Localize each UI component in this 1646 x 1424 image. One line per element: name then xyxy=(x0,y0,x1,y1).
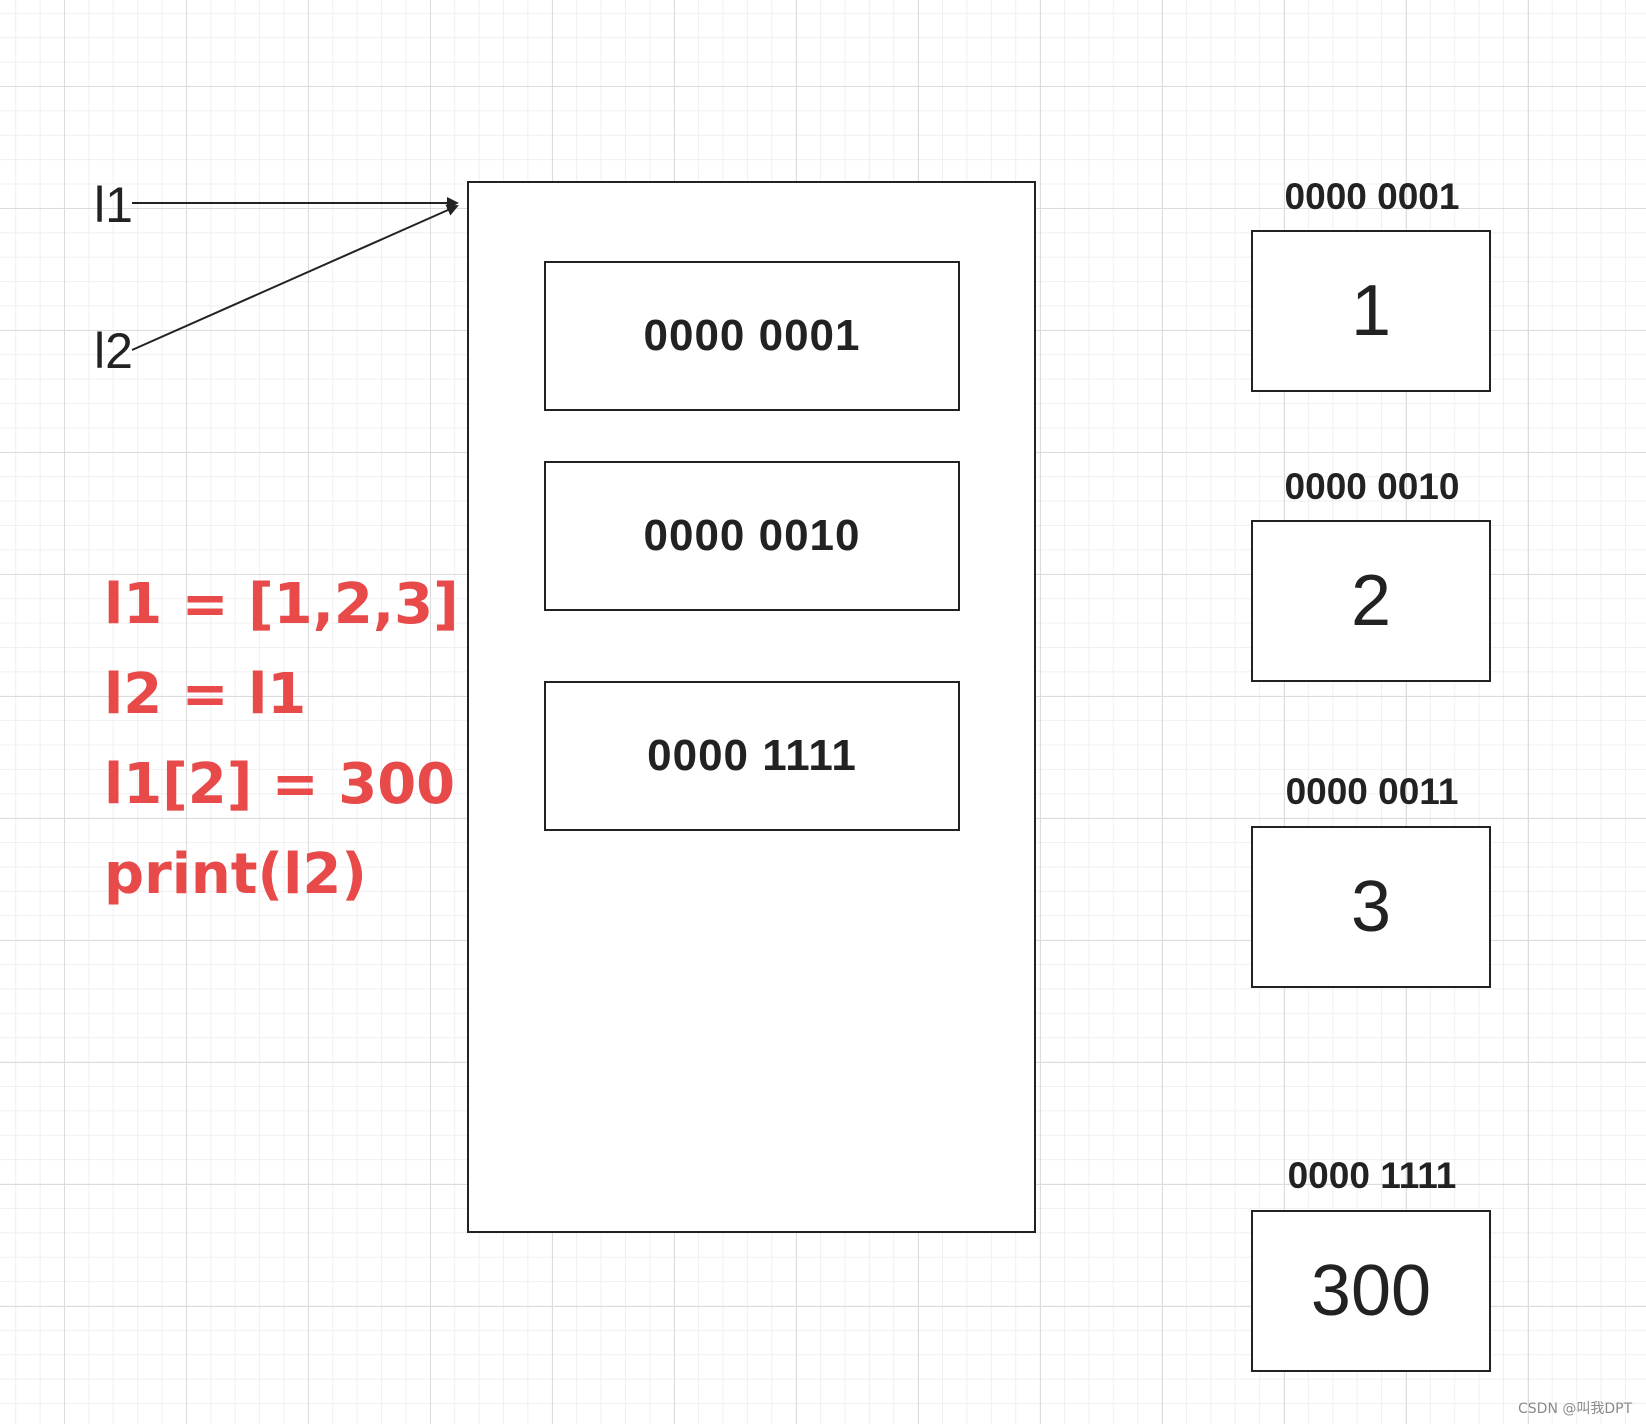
code-line: l2 = l1 xyxy=(104,662,307,727)
watermark: CSDN @叫我DPT xyxy=(1518,1401,1633,1417)
code-snippet: l1 = [1,2,3] l2 = l1 l1[2] = 300 print(l… xyxy=(104,560,459,920)
list-slot-1: 0000 0010 xyxy=(544,461,960,611)
object-address: 0000 0010 xyxy=(1284,466,1460,507)
integer-object: 1 xyxy=(1251,230,1491,392)
object-address: 0000 0011 xyxy=(1285,771,1459,812)
code-line: l1[2] = 300 xyxy=(104,752,456,817)
variable-l2-label: l2 xyxy=(94,323,133,379)
object-address: 0000 1111 xyxy=(1287,1155,1457,1196)
variable-l1-label: l1 xyxy=(94,177,133,233)
object-address: 0000 0001 xyxy=(1284,176,1460,217)
code-line: l1 = [1,2,3] xyxy=(104,572,459,637)
integer-object: 300 xyxy=(1251,1210,1491,1372)
l2-reference-arrow xyxy=(131,204,459,351)
code-line: print(l2) xyxy=(104,842,367,907)
integer-object: 3 xyxy=(1251,826,1491,988)
list-slot-2: 0000 1111 xyxy=(544,681,960,831)
list-slot-0: 0000 0001 xyxy=(544,261,960,411)
integer-object: 2 xyxy=(1251,520,1491,682)
